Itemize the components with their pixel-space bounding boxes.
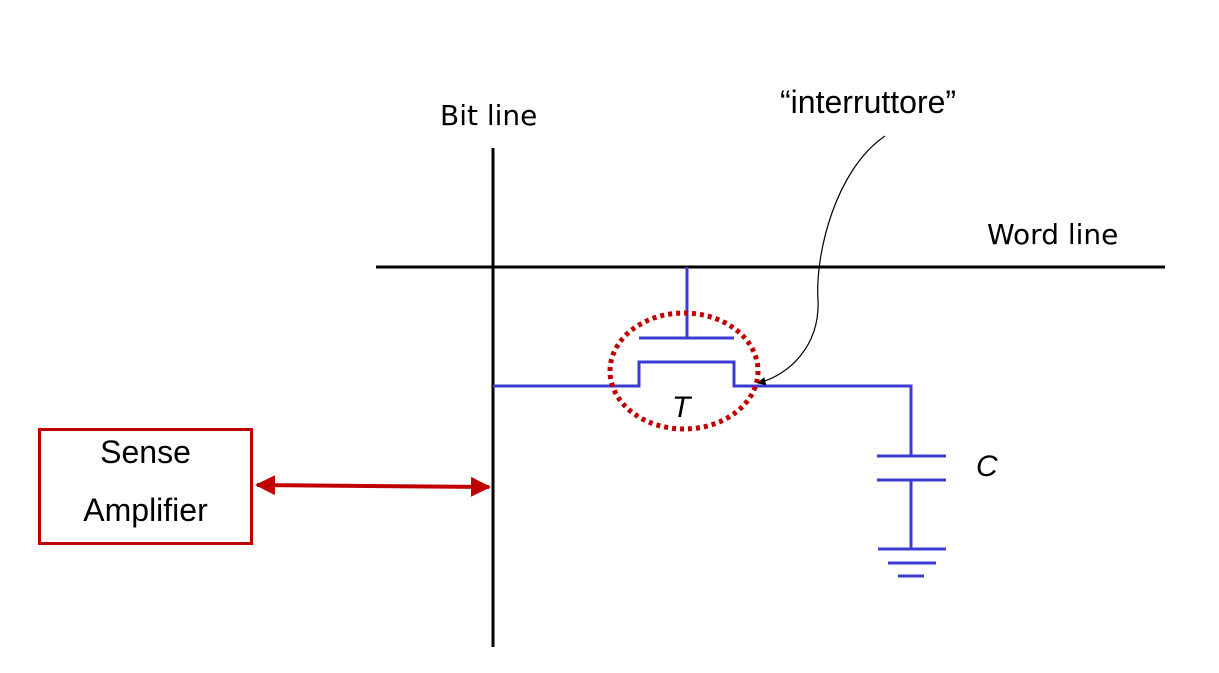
transistor-highlight-ellipse — [607, 310, 761, 432]
sense-amplifier-label-line1: Sense — [100, 434, 191, 470]
word-line-label: Word line — [987, 218, 1119, 251]
sense-amplifier-box: Sense Amplifier — [38, 428, 253, 545]
pointer-arrow — [757, 135, 886, 386]
capacitor-label: C — [976, 450, 998, 483]
transistor-channel-wire — [493, 360, 913, 456]
switch-label: “interruttore” — [780, 84, 957, 120]
ground-icon — [878, 547, 946, 578]
sense-amplifier-arrow — [255, 475, 491, 497]
transistor-label: T — [672, 391, 691, 424]
sense-amplifier-label-line2: Amplifier — [83, 492, 208, 528]
bit-line-label: Bit line — [440, 99, 538, 132]
